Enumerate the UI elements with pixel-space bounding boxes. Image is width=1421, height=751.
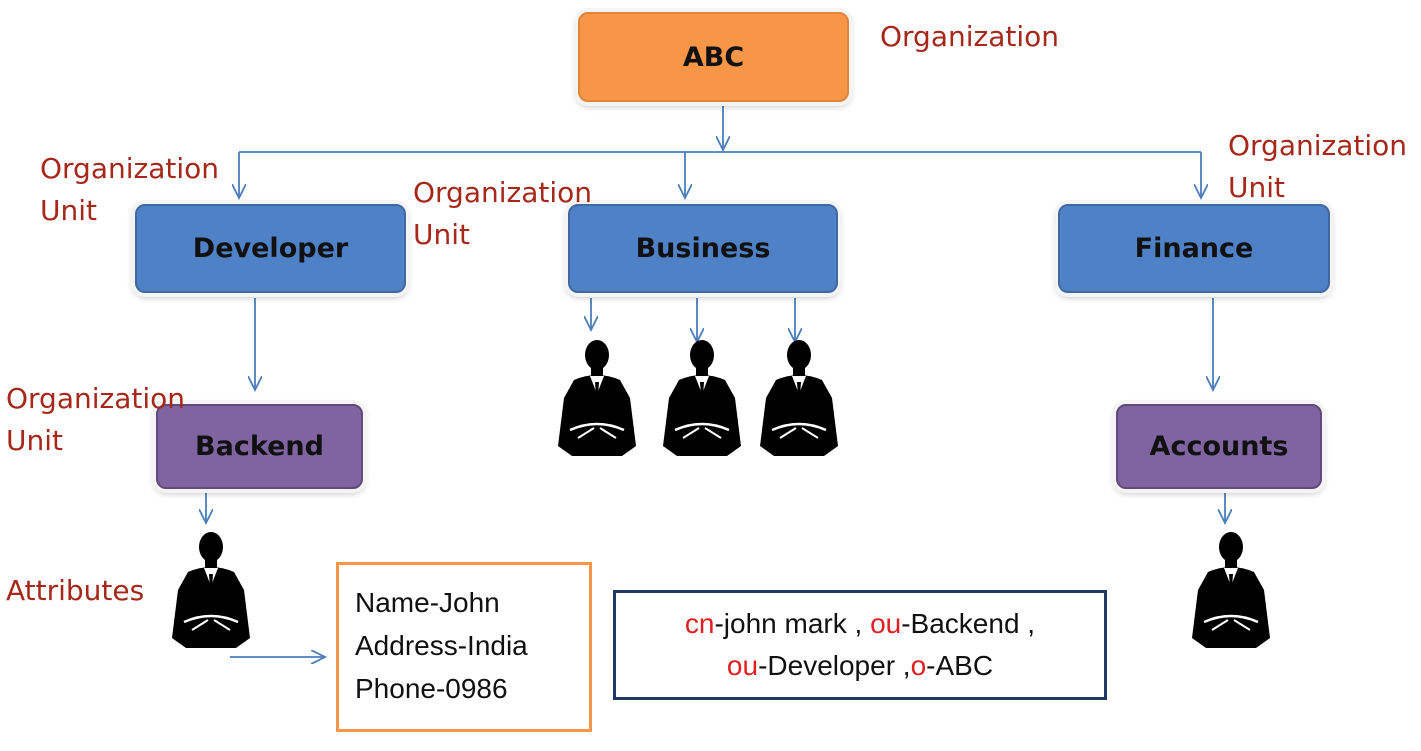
- dn-value-cn: -john mark ,: [714, 608, 871, 639]
- label-ou-developer: Organization Unit: [40, 148, 219, 232]
- node-backend: Backend: [156, 404, 363, 489]
- label-attributes: Attributes: [6, 574, 145, 607]
- distinguished-name-box: cn-john mark , ou-Backend , ou-Developer…: [613, 590, 1107, 700]
- dn-key-ou: ou: [726, 650, 759, 681]
- node-accounts: Accounts: [1116, 404, 1322, 489]
- person-icon: [758, 338, 840, 458]
- label-line: Organization: [1228, 129, 1408, 162]
- label-ou-business: Organization Unit: [413, 172, 592, 256]
- node-abc: ABC: [578, 12, 849, 102]
- label-organization: Organization: [880, 20, 1060, 53]
- label-ou-backend: Organization Unit: [6, 378, 185, 462]
- dn-value-ou: -Developer ,: [758, 650, 911, 681]
- person-icon: [1190, 530, 1272, 650]
- attribute-name: Name-John: [355, 587, 500, 618]
- dn-value-o: -ABC: [926, 650, 994, 681]
- dn-key-o: o: [910, 650, 927, 681]
- dn-value-ou: -Backend ,: [901, 608, 1036, 639]
- attribute-phone: Phone-0986: [355, 673, 508, 704]
- dn-key-cn: cn: [684, 608, 715, 639]
- attribute-address: Address-India: [355, 630, 528, 661]
- label-line: Unit: [413, 218, 470, 251]
- dn-line-1: cn-john mark , ou-Backend ,: [616, 603, 1104, 645]
- label-line: Unit: [6, 424, 63, 457]
- label-line: Organization: [40, 152, 220, 185]
- label-line: Organization: [6, 382, 186, 415]
- dn-line-2: ou-Developer ,o-ABC: [616, 645, 1104, 687]
- node-finance: Finance: [1058, 204, 1330, 293]
- label-line: Unit: [1228, 171, 1285, 204]
- person-icon: [556, 338, 638, 458]
- node-developer: Developer: [135, 204, 406, 293]
- dn-key-ou: ou: [870, 608, 902, 639]
- node-business: Business: [568, 204, 838, 293]
- label-line: Unit: [40, 194, 97, 227]
- person-icon: [661, 338, 743, 458]
- label-line: Organization: [413, 176, 593, 209]
- person-icon: [170, 530, 252, 650]
- attributes-box: Name-John Address-India Phone-0986: [336, 562, 592, 732]
- label-ou-finance: Organization Unit: [1228, 125, 1407, 209]
